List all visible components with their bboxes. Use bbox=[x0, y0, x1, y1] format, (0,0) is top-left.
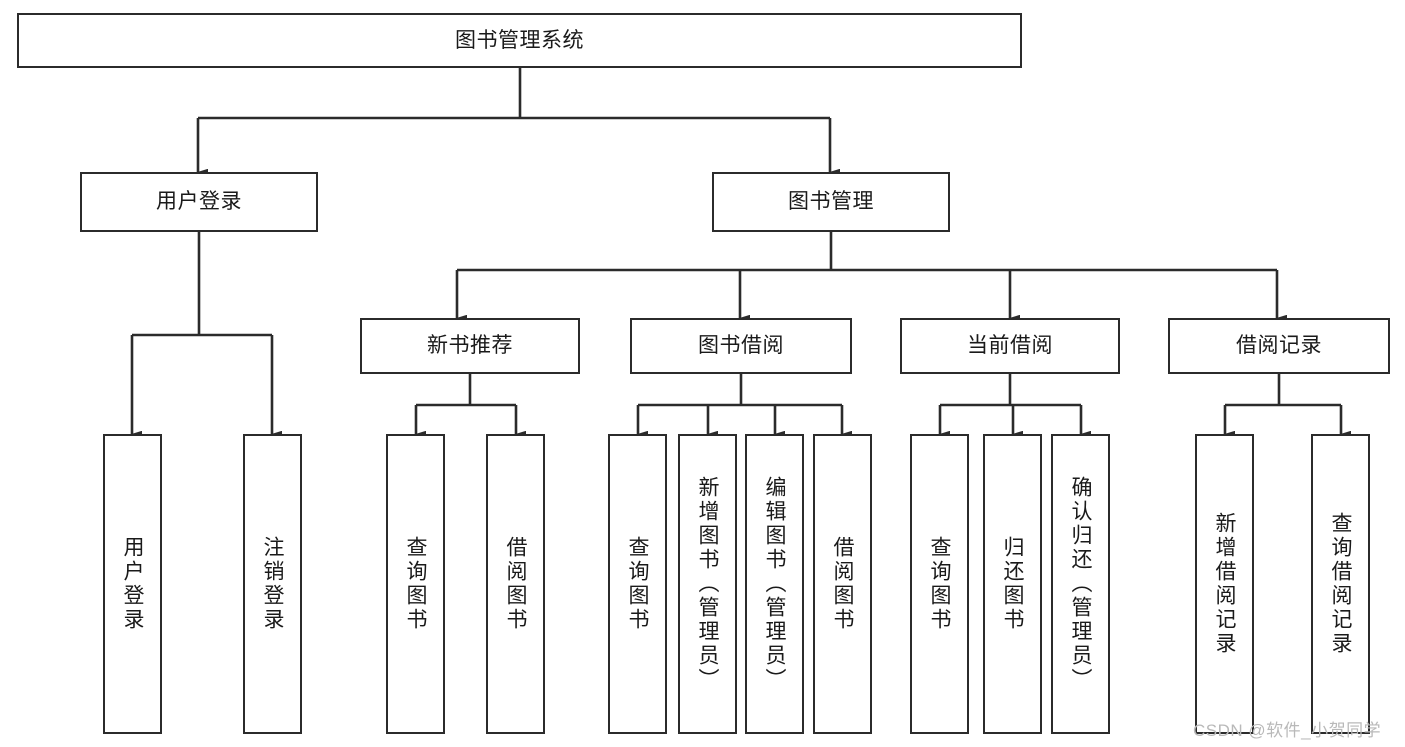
node-leaf-add-rec[interactable]: 新增借阅记录 bbox=[1195, 434, 1254, 734]
node-new-book-rec[interactable]: 新书推荐 bbox=[360, 318, 580, 374]
node-label: 注销登录 bbox=[261, 536, 284, 632]
node-borrow-record[interactable]: 借阅记录 bbox=[1168, 318, 1390, 374]
node-leaf-confirm[interactable]: 确认归还（管理员） bbox=[1051, 434, 1110, 734]
node-leaf-borrow-1[interactable]: 借阅图书 bbox=[486, 434, 545, 734]
node-label: 编辑图书（管理员） bbox=[763, 476, 786, 692]
node-label: 借阅图书 bbox=[504, 536, 527, 632]
node-label: 新增图书（管理员） bbox=[696, 476, 719, 692]
node-label: 图书管理系统 bbox=[455, 28, 584, 52]
node-label: 借阅记录 bbox=[1236, 334, 1322, 358]
node-label: 用户登录 bbox=[121, 536, 144, 632]
node-label: 查询借阅记录 bbox=[1329, 512, 1352, 656]
node-leaf-logout[interactable]: 注销登录 bbox=[243, 434, 302, 734]
node-leaf-add-book[interactable]: 新增图书（管理员） bbox=[678, 434, 737, 734]
node-label: 当前借阅 bbox=[967, 334, 1053, 358]
node-book-borrow[interactable]: 图书借阅 bbox=[630, 318, 852, 374]
node-label: 用户登录 bbox=[156, 190, 242, 214]
node-leaf-query-2[interactable]: 查询图书 bbox=[608, 434, 667, 734]
node-label: 归还图书 bbox=[1001, 536, 1024, 632]
node-leaf-user-login[interactable]: 用户登录 bbox=[103, 434, 162, 734]
node-user-login[interactable]: 用户登录 bbox=[80, 172, 318, 232]
node-leaf-query-rec[interactable]: 查询借阅记录 bbox=[1311, 434, 1370, 734]
node-current-borrow[interactable]: 当前借阅 bbox=[900, 318, 1120, 374]
node-label: 新书推荐 bbox=[427, 334, 513, 358]
node-leaf-edit-book[interactable]: 编辑图书（管理员） bbox=[745, 434, 804, 734]
connector-lines bbox=[130, 68, 1351, 438]
node-leaf-query-1[interactable]: 查询图书 bbox=[386, 434, 445, 734]
node-label: 查询图书 bbox=[404, 536, 427, 632]
node-label: 借阅图书 bbox=[831, 536, 854, 632]
node-root[interactable]: 图书管理系统 bbox=[17, 13, 1022, 68]
node-label: 图书借阅 bbox=[698, 334, 784, 358]
node-leaf-borrow-2[interactable]: 借阅图书 bbox=[813, 434, 872, 734]
node-label: 查询图书 bbox=[928, 536, 951, 632]
node-label: 确认归还（管理员） bbox=[1069, 476, 1092, 692]
node-label: 新增借阅记录 bbox=[1213, 512, 1236, 656]
node-label: 图书管理 bbox=[788, 190, 874, 214]
node-label: 查询图书 bbox=[626, 536, 649, 632]
node-leaf-return[interactable]: 归还图书 bbox=[983, 434, 1042, 734]
node-book-manage[interactable]: 图书管理 bbox=[712, 172, 950, 232]
node-leaf-query-3[interactable]: 查询图书 bbox=[910, 434, 969, 734]
